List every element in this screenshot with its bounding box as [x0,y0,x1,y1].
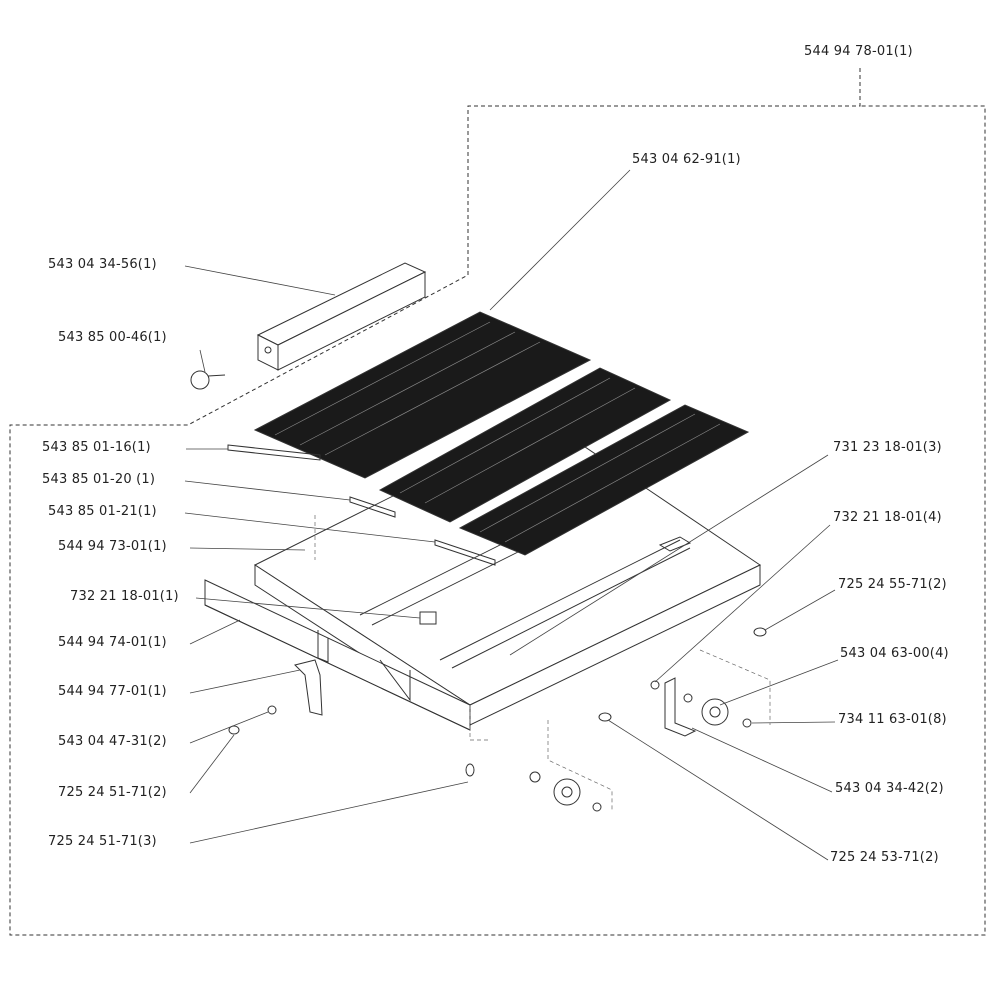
table-insert-strips [253,311,750,556]
label-731-23-18-01: 731 23 18-01(3) [833,440,942,455]
label-732-21-18-01-b: 732 21 18-01(4) [833,510,942,525]
label-543-85-01-16: 543 85 01-16(1) [42,440,151,455]
label-543-04-47-31: 543 04 47-31(2) [58,734,167,749]
label-544-94-77-01: 544 94 77-01(1) [58,684,167,699]
label-725-24-51-71-b: 725 24 51-71(3) [48,834,157,849]
label-543-04-62-91: 543 04 62-91(1) [632,152,741,167]
label-725-24-53-71: 725 24 53-71(2) [830,850,939,865]
label-732-21-18-01-a: 732 21 18-01(1) [70,589,179,604]
label-543-04-63-00: 543 04 63-00(4) [840,646,949,661]
leader-lines [184,169,839,861]
fasteners [228,627,767,812]
label-544-94-73-01: 544 94 73-01(1) [58,539,167,554]
label-543-85-01-21: 543 85 01-21(1) [48,504,157,519]
assembly-boundary [9,68,986,936]
fence-bar [256,262,427,371]
hidden-lines [314,515,771,810]
wheels [553,677,729,806]
knob [190,370,226,390]
label-734-11-63-01: 734 11 63-01(8) [838,712,947,727]
label-725-24-55-71: 725 24 55-71(2) [838,577,947,592]
label-543-04-34-42: 543 04 34-42(2) [835,781,944,796]
small-plates [227,444,496,566]
label-543-85-00-46: 543 85 00-46(1) [58,330,167,345]
label-assembly: 544 94 78-01(1) [804,44,913,59]
label-725-24-51-71-a: 725 24 51-71(2) [58,785,167,800]
label-544-94-74-01: 544 94 74-01(1) [58,635,167,650]
label-543-85-01-20: 543 85 01-20 (1) [42,472,156,487]
label-543-04-34-56: 543 04 34-56(1) [48,257,157,272]
bracket [294,659,323,716]
